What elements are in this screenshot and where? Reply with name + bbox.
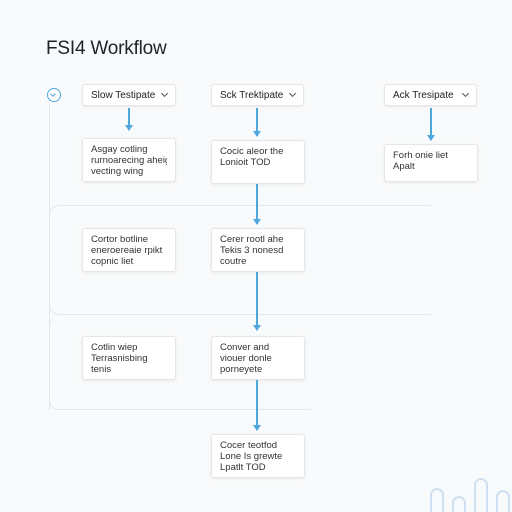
- chevron-down-icon: [160, 89, 169, 98]
- step-text: Tekis 3 nonesd: [220, 245, 284, 256]
- template-selector-label: Sck Trektipate: [220, 90, 284, 101]
- step-text: Lpatlt TOD: [220, 462, 266, 473]
- step-text: porneyete: [220, 364, 263, 375]
- template-selector-3[interactable]: Ack Tresipate: [384, 84, 477, 106]
- step-text: eneroereaie rpikt: [91, 245, 163, 256]
- connector-arrow: [253, 380, 260, 431]
- template-selector-label: Ack Tresipate: [393, 90, 454, 101]
- step-text: Lone Is grewte: [220, 451, 283, 462]
- workflow-step[interactable]: Cerer rootl ahe Tekis 3 nonesd coutre: [211, 228, 305, 272]
- decorative-shape: [474, 478, 488, 512]
- step-text: coutre: [220, 256, 247, 267]
- connector-arrow: [253, 272, 260, 331]
- connector-arrow: [253, 184, 260, 225]
- step-text: Asgay cotling: [91, 144, 148, 155]
- template-selector-1[interactable]: Slow Testipate: [82, 84, 176, 106]
- connector-arrow: [253, 108, 260, 137]
- workflow-step[interactable]: Conver and viouer donle porneyete: [211, 336, 305, 380]
- step-text: copnic liet: [91, 256, 134, 267]
- connector-arrow: [427, 108, 434, 141]
- step-text: Terrasnisbing: [91, 353, 148, 364]
- chevron-down-icon: [288, 89, 297, 98]
- step-text: viouer donle: [220, 353, 272, 364]
- decorative-shape: [430, 488, 444, 512]
- step-text: Cotlin wiep: [91, 342, 138, 353]
- step-text: Cortor botline: [91, 234, 149, 245]
- step-text: rurnoarecing aheig: [91, 155, 167, 166]
- step-text: Conver and: [220, 342, 270, 353]
- template-selector-label: Slow Testipate: [91, 90, 156, 101]
- connector-arrow: [125, 108, 132, 131]
- loop-connector-2: [49, 315, 311, 410]
- workflow-step[interactable]: Cocic aleor the Lonioit TOD: [211, 140, 305, 184]
- step-text: Apalt: [393, 161, 415, 172]
- workflow-step[interactable]: Cotlin wiep Terrasnisbing tenis: [82, 336, 176, 380]
- step-text: Cocic aleor the: [220, 146, 284, 157]
- chevron-down-icon: [461, 89, 470, 98]
- step-text: Lonioit TOD: [220, 157, 271, 168]
- workflow-step[interactable]: Forh onie liet Apalt: [384, 144, 478, 182]
- step-text: Forh onie liet: [393, 150, 448, 161]
- template-selector-2[interactable]: Sck Trektipate: [211, 84, 304, 106]
- workflow-step[interactable]: Cortor botline eneroereaie rpikt copnic …: [82, 228, 176, 272]
- decorative-shape: [496, 490, 510, 512]
- workflow-step[interactable]: Cocer teotfod Lone Is grewte Lpatlt TOD: [211, 434, 305, 478]
- step-text: Cerer rootl ahe: [220, 234, 284, 245]
- step-text: tenis: [91, 364, 112, 375]
- decorative-shape: [452, 496, 466, 512]
- step-text: vecting wing: [91, 166, 144, 177]
- page-title: FSI4 Workflow: [46, 38, 167, 59]
- step-text: Cocer teotfod: [220, 440, 278, 451]
- circle-chevron-icon[interactable]: [47, 88, 61, 102]
- workflow-step[interactable]: Asgay cotling rurnoarecing aheig vecting…: [82, 138, 176, 182]
- loop-connector-1: [49, 205, 431, 315]
